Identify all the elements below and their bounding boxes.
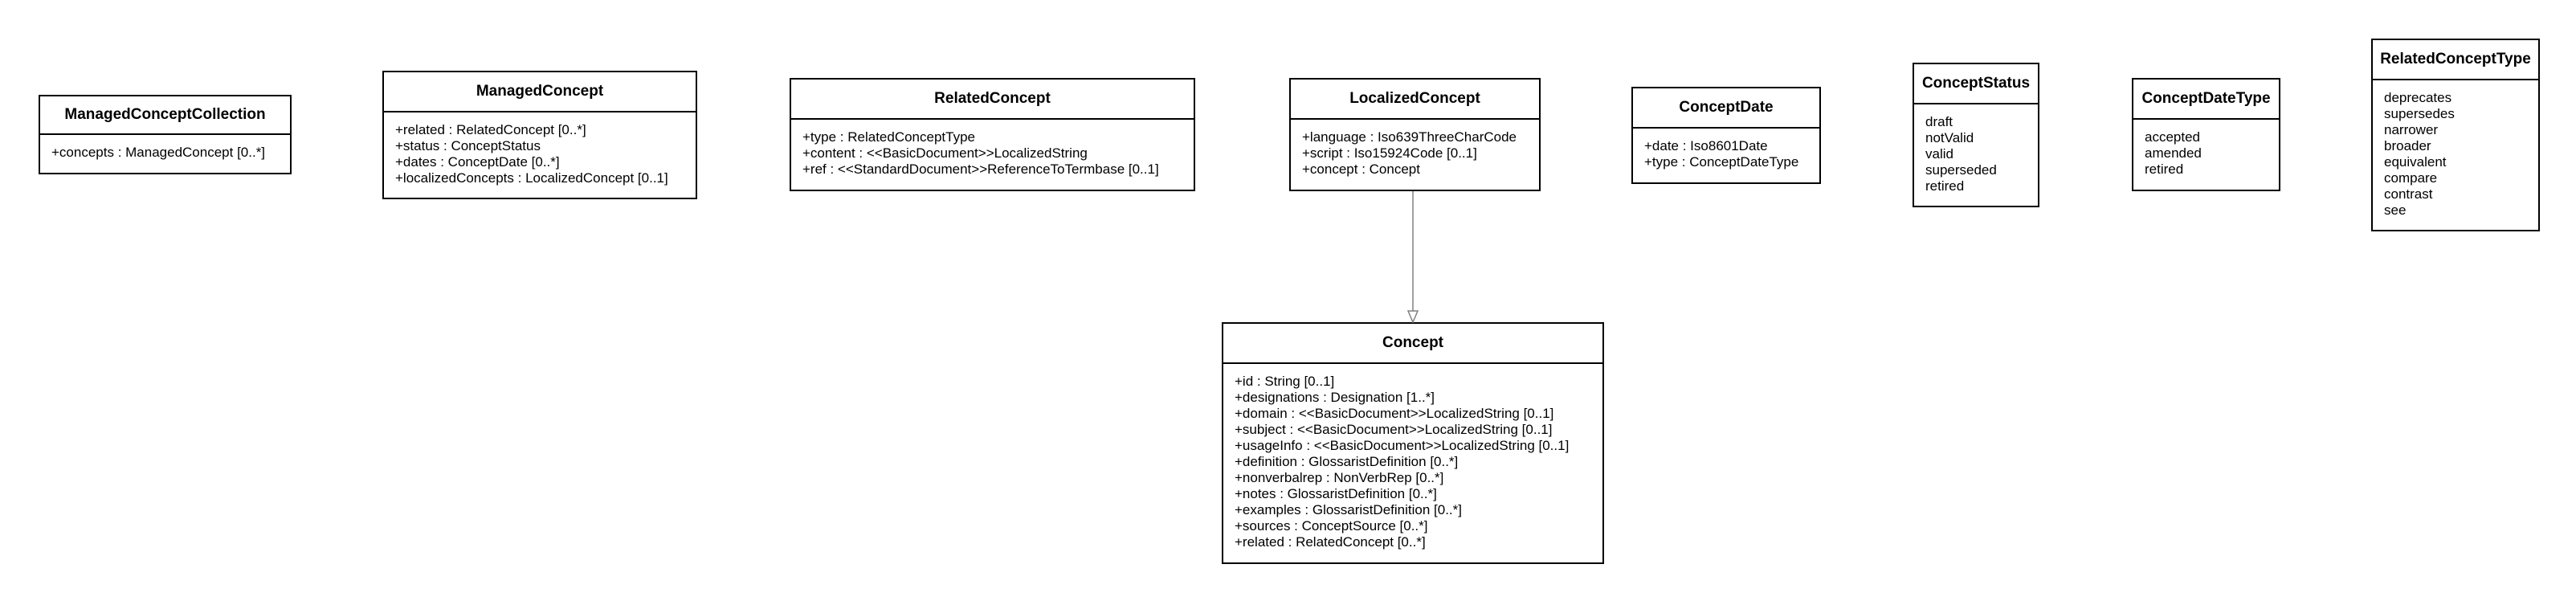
class-name: ConceptDateType (2133, 80, 2279, 120)
class-members: draft notValid valid superseded retired (1914, 104, 2038, 201)
class-member: compare (2384, 170, 2438, 186)
class-member: +concepts : ManagedConcept [0..*] (51, 145, 266, 160)
class-member: +subject : <<BasicDocument>>LocalizedStr… (1235, 422, 1553, 437)
class-member: +definition : GlossaristDefinition [0..*… (1235, 454, 1459, 469)
class-member: +localizedConcepts : LocalizedConcept [0… (395, 170, 668, 186)
class-member: +concept : Concept (1302, 161, 1420, 177)
class-name: LocalizedConcept (1291, 80, 1539, 120)
class-name: ConceptDate (1633, 88, 1819, 129)
class-member: +related : RelatedConcept [0..*] (395, 122, 586, 137)
class-member: +status : ConceptStatus (395, 138, 541, 153)
class-name: ManagedConcept (384, 72, 696, 112)
class-member: +designations : Designation [1..*] (1235, 390, 1435, 405)
class-member: +usageInfo : <<BasicDocument>>LocalizedS… (1235, 438, 1570, 453)
class-member: equivalent (2384, 154, 2447, 170)
class-member: +type : ConceptDateType (1644, 154, 1799, 170)
class-member: +dates : ConceptDate [0..*] (395, 154, 560, 170)
class-member: +notes : GlossaristDefinition [0..*] (1235, 486, 1437, 501)
class-members: +concepts : ManagedConcept [0..*] (40, 135, 290, 167)
class-members: +date : Iso8601Date +type : ConceptDateT… (1633, 129, 1819, 177)
class-member: +domain : <<BasicDocument>>LocalizedStri… (1235, 406, 1554, 421)
class-concept-date[interactable]: ConceptDate +date : Iso8601Date +type : … (1631, 87, 1821, 184)
class-member: +date : Iso8601Date (1644, 138, 1768, 153)
class-member: +related : RelatedConcept [0..*] (1235, 534, 1426, 550)
class-members: accepted amended retired (2133, 120, 2279, 184)
class-member: +examples : GlossaristDefinition [0..*] (1235, 502, 1462, 517)
class-member: +nonverbalrep : NonVerbRep [0..*] (1235, 470, 1444, 485)
class-concept[interactable]: Concept +id : String [0..1] +designation… (1222, 322, 1604, 564)
class-concept-date-type[interactable]: ConceptDateType accepted amended retired (2132, 78, 2280, 191)
class-name: ManagedConceptCollection (40, 96, 290, 135)
class-member: draft (1925, 114, 1953, 129)
class-managed-concept[interactable]: ManagedConcept +related : RelatedConcept… (382, 71, 697, 199)
class-member: contrast (2384, 186, 2433, 202)
class-concept-status[interactable]: ConceptStatus draft notValid valid super… (1913, 63, 2039, 207)
class-name: Concept (1223, 324, 1602, 364)
class-managed-concept-collection[interactable]: ManagedConceptCollection +concepts : Man… (39, 95, 292, 174)
class-name: ConceptStatus (1914, 64, 2038, 104)
class-members: +id : String [0..1] +designations : Desi… (1223, 364, 1602, 557)
class-member: broader (2384, 138, 2431, 153)
class-related-concept-type[interactable]: RelatedConceptType deprecates supersedes… (2371, 39, 2540, 231)
class-members: deprecates supersedes narrower broader e… (2373, 80, 2538, 225)
class-member: +language : Iso639ThreeCharCode (1302, 129, 1517, 145)
class-name: RelatedConcept (791, 80, 1194, 120)
class-name: RelatedConceptType (2373, 40, 2538, 80)
class-member: +id : String [0..1] (1235, 374, 1335, 389)
class-member: +script : Iso15924Code [0..1] (1302, 145, 1477, 161)
class-members: +language : Iso639ThreeCharCode +script … (1291, 120, 1539, 184)
class-members: +type : RelatedConceptType +content : <<… (791, 120, 1194, 184)
class-member: +content : <<BasicDocument>>LocalizedStr… (802, 145, 1088, 161)
class-member: deprecates (2384, 90, 2452, 105)
class-member: +type : RelatedConceptType (802, 129, 975, 145)
class-member: retired (2145, 161, 2184, 177)
class-member: +sources : ConceptSource [0..*] (1235, 518, 1428, 534)
class-member: retired (1925, 178, 1965, 194)
class-member: narrower (2384, 122, 2439, 137)
class-members: +related : RelatedConcept [0..*] +status… (384, 112, 696, 193)
class-member: superseded (1925, 162, 1997, 178)
class-member: amended (2145, 145, 2202, 161)
class-member: supersedes (2384, 106, 2455, 121)
class-member: valid (1925, 146, 1953, 161)
class-related-concept[interactable]: RelatedConcept +type : RelatedConceptTyp… (790, 78, 1195, 191)
class-localized-concept[interactable]: LocalizedConcept +language : Iso639Three… (1289, 78, 1541, 191)
class-member: see (2384, 202, 2407, 218)
class-member: accepted (2145, 129, 2200, 145)
class-member: +ref : <<StandardDocument>>ReferenceToTe… (802, 161, 1159, 177)
generalization-arrowhead (1406, 310, 1419, 324)
class-member: notValid (1925, 130, 1974, 145)
